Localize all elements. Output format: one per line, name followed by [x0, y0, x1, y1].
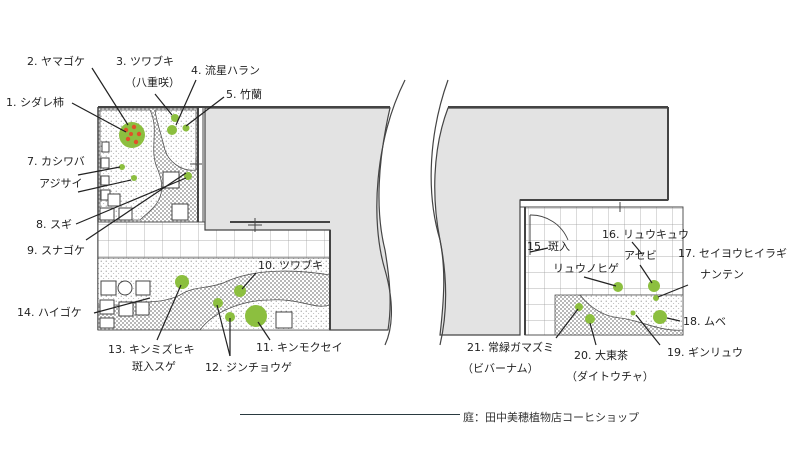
label-ryusei: 4. 流星ハラン	[191, 64, 260, 77]
label-daitou: 20. 大東茶	[574, 349, 628, 362]
label-sunagoke: 9. スナゴケ	[27, 244, 85, 257]
caption-rule	[240, 414, 460, 415]
plant-jinchouge-a	[213, 298, 223, 308]
plant-chikuran	[182, 124, 190, 132]
label-yaezaki: （八重咲）	[125, 76, 180, 89]
label-fuiri-15: 15. 斑入	[527, 240, 570, 253]
label-sugi: 8. スギ	[36, 218, 72, 231]
plant-ryusei	[167, 125, 177, 135]
plant-daitou	[585, 314, 595, 324]
label-jinchouge: 12. ジンチョウゲ	[205, 361, 292, 374]
break-lines	[376, 79, 449, 346]
label-daitou-sub: （ダイトウチャ）	[566, 370, 654, 383]
plant-ajisai	[131, 175, 137, 181]
plant-seiyou	[653, 295, 659, 301]
plant-ryu-no-hige	[613, 282, 623, 292]
plant-ginryu	[630, 310, 636, 316]
plant-kinmizuhiki	[175, 275, 189, 289]
label-chikuran: 5. 竹蘭	[226, 88, 262, 101]
label-kashiwaba: 7. カシワバ	[27, 155, 85, 168]
label-tsuwabuki-3: 3. ツワブキ	[116, 55, 174, 68]
label-asebi: アセビ	[624, 249, 657, 262]
label-kinmizuhiki: 13. キンミズヒキ	[108, 343, 195, 356]
label-tsuwabuki-10: 10. ツワブキ	[258, 259, 323, 272]
label-ryu-no-hige: リュウノヒゲ	[553, 262, 619, 275]
caption: 庭：田中美穂植物店コーヒショップ	[463, 411, 639, 424]
label-mube: 18. ムベ	[683, 315, 726, 328]
label-yamagoke: 2. ヤマゴケ	[27, 55, 85, 68]
label-gamazumi: 21. 常緑ガマズミ	[467, 341, 554, 354]
plants	[119, 114, 667, 327]
label-viburnum: （ビバーナム）	[462, 362, 539, 375]
label-ryukyu: 16. リュウキュウ	[602, 228, 689, 241]
label-fuiri-sugi: 斑入スゲ	[132, 360, 176, 373]
label-nanten: ナンテン	[700, 268, 744, 281]
plant-mube	[653, 310, 667, 324]
plant-jinchouge-b	[225, 312, 235, 322]
plant-asebi	[648, 280, 660, 292]
label-seiyou: 17. セイヨウヒイラギ	[678, 247, 787, 260]
plant-kashiwaba	[119, 164, 125, 170]
label-shidare: 1. シダレ柿	[6, 96, 64, 109]
label-ajisai: アジサイ	[39, 177, 83, 190]
plant-kinmokusei	[245, 305, 267, 327]
berries-icon	[123, 124, 142, 145]
label-ginryu: 19. ギンリュウ	[667, 346, 743, 359]
pavers-lower	[99, 280, 293, 329]
plant-gamazumi	[575, 303, 583, 311]
plant-tsuwabuki-3	[171, 114, 179, 122]
left-building	[190, 107, 391, 331]
label-haigoke: 14. ハイゴケ	[17, 306, 82, 319]
label-kinmokusei: 11. キンモクセイ	[256, 341, 343, 354]
leader-lines	[71, 67, 689, 357]
